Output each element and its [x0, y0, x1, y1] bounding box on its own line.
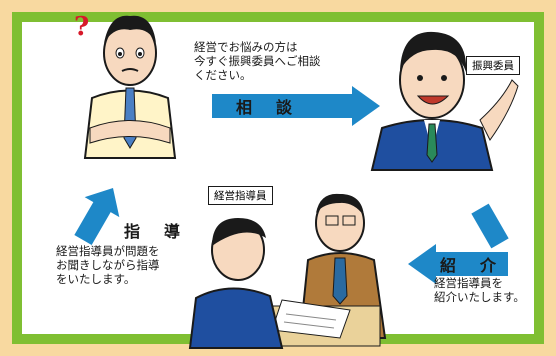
introduce-arrow-tail	[471, 203, 509, 249]
introduce-description: 経営指導員を 紹介いたします。	[434, 276, 525, 304]
consult-description: 経営でお悩みの方は 今すぐ振興委員へご相談 ください。	[194, 40, 321, 82]
promotion-officer-tag: 振興委員	[466, 56, 520, 75]
promotion-officer-illustration	[370, 31, 519, 171]
guidance-label: 指 導	[124, 222, 185, 241]
management-advisor-tag: 経営指導員	[208, 186, 273, 205]
guidance-description: 経営指導員が問題を お聞きしながら指導 をいたします。	[56, 244, 160, 286]
meeting-scene-illustration	[188, 193, 387, 349]
consult-arrow-right	[212, 86, 380, 126]
worried-person-illustration	[83, 15, 177, 159]
introduce-arrow-left	[408, 244, 508, 284]
question-mark: ?	[74, 12, 90, 42]
introduce-label: 紹 介	[440, 256, 501, 275]
guidance-arrow-up	[74, 188, 120, 245]
consult-label: 相 談	[236, 98, 297, 117]
